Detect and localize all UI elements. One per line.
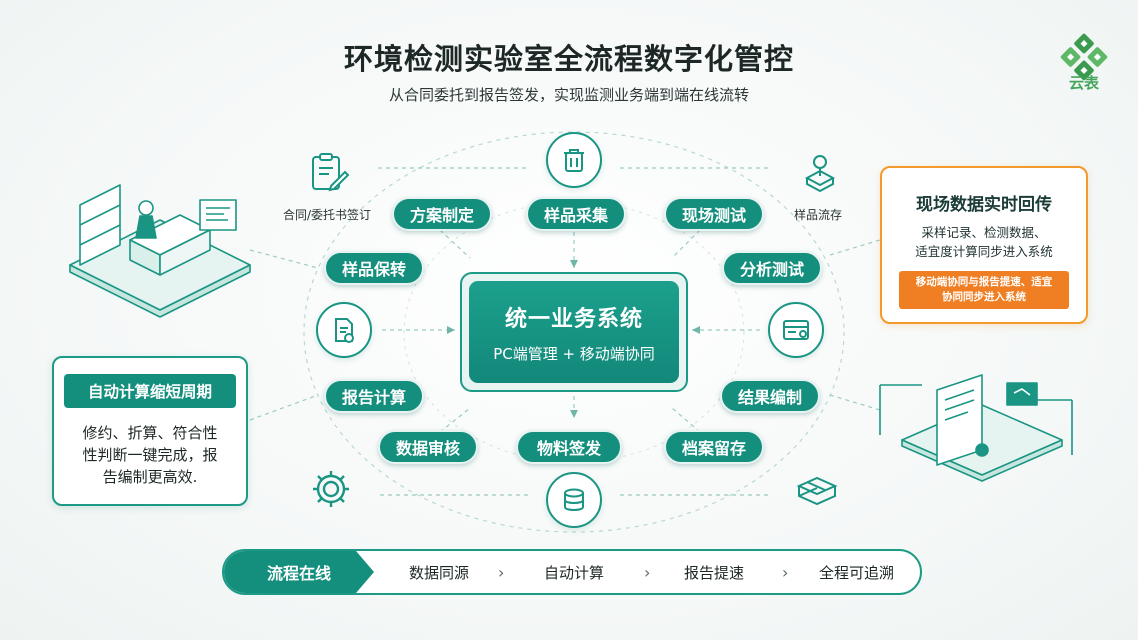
- feature-online-process: 流程在线: [224, 551, 374, 593]
- realtime-desc-line1: 采样记录、检测数据、: [921, 225, 1047, 240]
- auto-calc-desc-line2: 性判断一键完成，报: [82, 446, 218, 464]
- auto-calc-desc: 修约、折算、符合性 性判断一键完成，报 告编制更高效.: [54, 422, 246, 488]
- process-step-result-compile: 结果编制: [720, 379, 820, 413]
- brand-logo-text: 云表: [1068, 74, 1099, 92]
- feature-auto-calc: 自动计算: [543, 563, 604, 582]
- chevron-right-icon: ›: [644, 562, 651, 582]
- chevron-right-icon: ›: [782, 562, 789, 582]
- realtime-badge-line2: 协同同步进入系统: [942, 291, 1026, 303]
- realtime-callout-badge: 移动端协同与报告提速、适宜 协同同步进入系统: [899, 271, 1069, 309]
- boxes-icon: [792, 464, 842, 514]
- feature-traceable: 全程可追溯: [818, 563, 894, 582]
- auto-calc-badge: 自动计算缩短周期: [64, 374, 236, 408]
- auto-calc-desc-line1: 修约、折算、符合性: [82, 424, 218, 442]
- process-step-sampling: 样品采集: [526, 197, 626, 231]
- process-step-report-calc: 报告计算: [324, 379, 424, 413]
- process-step-plan: 方案制定: [392, 197, 492, 231]
- core-system-card: 统一业务系统 PC端管理 + 移动端协同: [460, 272, 688, 392]
- page-subtitle: 从合同委托到报告签发，实现监测业务端到端在线流转: [388, 86, 749, 104]
- device-card-icon: [768, 302, 824, 358]
- auto-calc-desc-line3: 告编制更高效.: [102, 468, 198, 486]
- core-system-inner: 统一业务系统 PC端管理 + 移动端协同: [469, 281, 679, 383]
- process-step-data-review: 数据审核: [378, 430, 478, 464]
- feature-report-speed: 报告提速: [683, 563, 744, 582]
- tablet-data-illustration: [879, 374, 1073, 482]
- document-sign-icon: [316, 302, 372, 358]
- sample-tube-icon: [795, 148, 845, 198]
- realtime-badge-line1: 移动端协同与报告提速、适宜: [915, 276, 1053, 288]
- storage-label: 样品流存: [794, 208, 843, 222]
- feature-bar: 流程在线 数据同源 › 自动计算 › 报告提速 › 全程可追溯: [222, 549, 922, 595]
- process-step-field-test: 现场测试: [664, 197, 764, 231]
- lab-workstation-illustration: [69, 184, 251, 318]
- process-step-sample-handover: 样品保转: [324, 251, 424, 285]
- brand-logo-icon: [1060, 33, 1108, 81]
- process-step-archive: 档案留存: [664, 430, 764, 464]
- auto-calc-callout: 自动计算缩短周期 修约、折算、符合性 性判断一键完成，报 告编制更高效.: [52, 356, 248, 506]
- contract-label: 合同/委托书签订: [283, 208, 372, 222]
- process-step-material-sign: 物料签发: [516, 430, 622, 464]
- trash-bin-icon: [546, 132, 602, 188]
- gear-icon: [306, 464, 356, 514]
- realtime-callout-title: 现场数据实时回传: [916, 195, 1052, 215]
- realtime-desc-line2: 适宜度计算同步进入系统: [915, 244, 1053, 259]
- database-icon: [546, 472, 602, 528]
- clipboard-pen-icon: [303, 148, 353, 198]
- core-system-subtitle: PC端管理 + 移动端协同: [493, 345, 655, 363]
- process-step-analysis: 分析测试: [722, 251, 822, 285]
- page-title: 环境检测实验室全流程数字化管控: [343, 42, 794, 76]
- realtime-callout-desc: 采样记录、检测数据、 适宜度计算同步进入系统: [882, 223, 1086, 261]
- realtime-callout: 现场数据实时回传 采样记录、检测数据、 适宜度计算同步进入系统 移动端协同与报告…: [880, 166, 1088, 324]
- core-system-title: 统一业务系统: [504, 307, 643, 332]
- chevron-right-icon: ›: [498, 562, 505, 582]
- feature-same-source: 数据同源: [408, 563, 469, 582]
